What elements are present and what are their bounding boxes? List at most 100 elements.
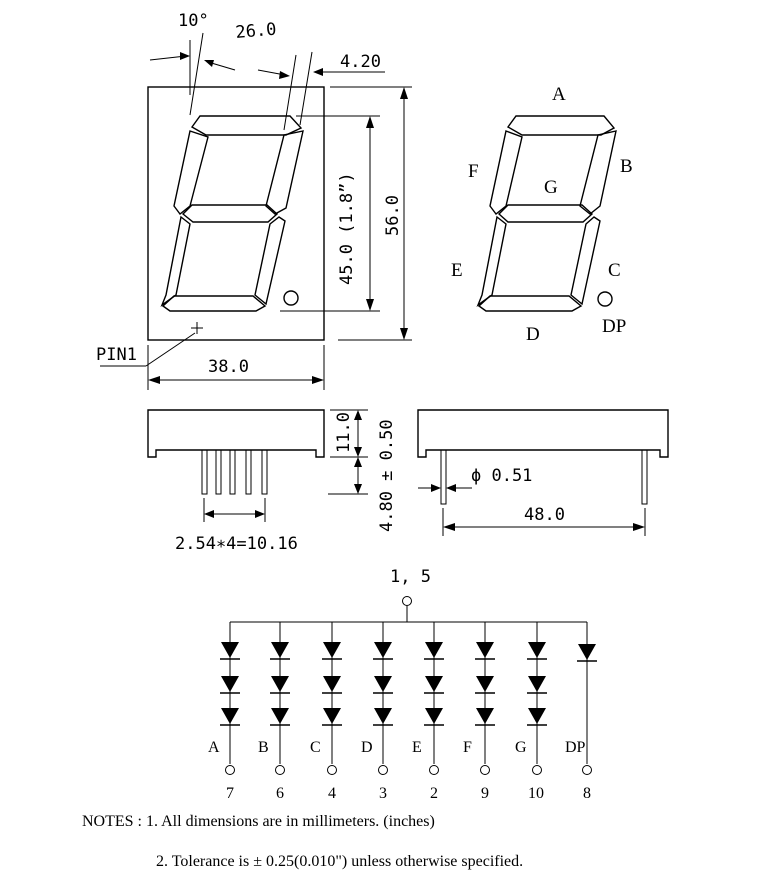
side-pin-3 [229, 449, 236, 495]
map-label-e: E [451, 260, 463, 281]
slant-line-mid [283, 54, 297, 131]
side-body-outline [147, 409, 325, 458]
branch-f-terminal [480, 765, 490, 775]
body-width-arrow-right [312, 376, 324, 384]
branch-g-led-2 [528, 676, 546, 692]
digit-height-arrow-bottom [366, 299, 374, 311]
branch-g-led-1 [528, 642, 546, 658]
pitch-label: 2.54∗4=10.16 [175, 534, 298, 554]
branch-f-segment-label: F [463, 739, 472, 756]
branch-b-pin-number: 6 [276, 785, 284, 802]
common-pins-label: 1, 5 [390, 567, 431, 587]
map-label-c: C [608, 260, 621, 281]
branch-e-pin-number: 2 [430, 785, 438, 802]
note-1: NOTES : 1. All dimensions are in millime… [82, 813, 435, 830]
dia-arrowhead-left [431, 484, 441, 492]
branch-b-led-2 [271, 676, 289, 692]
span-arrow-right [633, 523, 645, 531]
side-height-label: 11.0 [334, 412, 354, 453]
branch-d-led-3 [374, 708, 392, 724]
branch-b-segment-label: B [258, 739, 269, 756]
segment-map: A B C D E F G DP [451, 84, 633, 345]
dia-arrowhead-right [446, 484, 456, 492]
digit-height-arrow-top [366, 116, 374, 128]
branch-g-led-3 [528, 708, 546, 724]
pin-length-label: 4.80 ± 0.50 [377, 419, 397, 532]
branch-c-terminal [327, 765, 337, 775]
body-height-label: 56.0 [383, 195, 403, 236]
map-label-f: F [468, 161, 479, 182]
map-label-d: D [526, 324, 540, 345]
branch-dp-led-1 [578, 644, 596, 660]
map-segment-d [477, 295, 583, 312]
offset-arrowhead [313, 68, 323, 76]
side-view: 11.0 4.80 ± 0.50 2.54∗4=10.16 [147, 409, 397, 554]
front-segment-e [160, 215, 191, 307]
branch-f-pin-number: 9 [481, 785, 489, 802]
body-width-arrow-left [148, 376, 160, 384]
map-segment-g [497, 204, 594, 223]
side-height-arrow-bottom [354, 447, 362, 457]
branch-f-led-2 [476, 676, 494, 692]
branch-dp-pin-number: 8 [583, 785, 591, 802]
angle-slant-left [189, 32, 204, 116]
branch-a-segment-label: A [208, 739, 220, 756]
pin1-label: PIN1 [96, 345, 137, 365]
branch-c-segment-label: C [310, 739, 321, 756]
side-height-arrow-top [354, 410, 362, 420]
front-segment-g [181, 204, 279, 223]
branch-e-terminal [429, 765, 439, 775]
branch-e-led-2 [425, 676, 443, 692]
branch-f-led-3 [476, 708, 494, 724]
map-segment-a [506, 115, 616, 136]
branch-b-led-1 [271, 642, 289, 658]
digit-width-label: 26.0 [235, 19, 278, 42]
branch-a-led-2 [221, 676, 239, 692]
branch-e-led-3 [425, 708, 443, 724]
pin-length-arrow-bottom [354, 484, 362, 494]
map-label-g: G [544, 177, 558, 198]
branch-d-terminal [378, 765, 388, 775]
pitch-arrow-right [255, 510, 265, 518]
map-segment-e [476, 215, 507, 307]
pin-span-label: 48.0 [524, 505, 565, 525]
end-view: ϕ 0.51 48.0 [417, 409, 669, 536]
branch-c-led-2 [323, 676, 341, 692]
angle-arrowhead [180, 52, 190, 60]
side-pin-5 [261, 449, 268, 495]
branch-d-segment-label: D [361, 739, 373, 756]
note-2: 2. Tolerance is ± 0.25(0.010") unless ot… [156, 853, 523, 870]
pin-diameter-label: ϕ 0.51 [471, 466, 532, 486]
branch-a-terminal [225, 765, 235, 775]
branch-b-terminal [275, 765, 285, 775]
map-label-dp: DP [602, 316, 626, 337]
branch-c-led-1 [323, 642, 341, 658]
side-pin-2 [215, 449, 222, 495]
body-height-arrow-top [400, 87, 408, 99]
body-height-arrow-bottom [400, 328, 408, 340]
branch-e-led-1 [425, 642, 443, 658]
branch-d-pin-number: 3 [379, 785, 387, 802]
branch-g-terminal [532, 765, 542, 775]
branch-g-segment-label: G [515, 739, 527, 756]
branch-e-segment-label: E [412, 739, 422, 756]
span-arrow-left [443, 523, 455, 531]
branch-g-pin-number: 10 [528, 785, 544, 802]
angle-label: 10° [178, 11, 209, 31]
branch-a-pin-number: 7 [226, 785, 234, 802]
pin1-leader [145, 332, 196, 367]
pitch-arrow-left [204, 510, 214, 518]
end-body-outline [417, 409, 669, 458]
branch-f-led-1 [476, 642, 494, 658]
front-segment-c [254, 216, 286, 306]
front-segment-d [161, 295, 267, 312]
width-arrowhead-right [279, 71, 290, 79]
display-body-outline [147, 86, 325, 341]
branch-b-led-3 [271, 708, 289, 724]
branch-dp-segment-label: DP [565, 739, 586, 756]
end-pin-left [440, 449, 447, 505]
front-digit [160, 115, 304, 312]
branch-a-led-3 [221, 708, 239, 724]
